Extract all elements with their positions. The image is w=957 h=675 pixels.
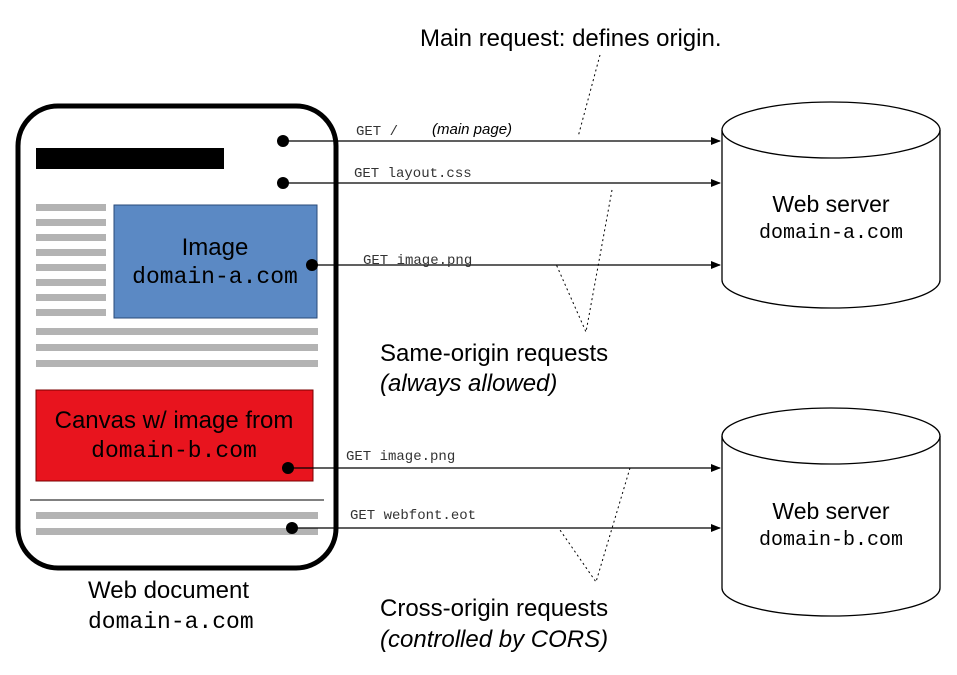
text-lines-short: [36, 204, 106, 316]
server-b-title: Web server: [772, 498, 890, 524]
request-main-note: (main page): [432, 121, 512, 138]
footer-line: [36, 528, 318, 535]
callout-cross-origin: [559, 467, 631, 584]
document-frame: [15, 103, 339, 571]
server-b-domain: domain-b.com: [759, 529, 903, 552]
main-request-annotation: Main request: defines origin.: [420, 25, 722, 52]
server-a-domain: domain-a.com: [759, 222, 903, 245]
request-layout: GET layout.css: [354, 166, 472, 182]
server-a: Web server domain-a.com: [721, 101, 941, 309]
cross-origin-heading: Cross-origin requests: [380, 595, 608, 622]
canvas-domain: domain-b.com: [91, 438, 257, 464]
canvas-label: Canvas w/ image from: [55, 407, 294, 434]
footer-line: [36, 512, 318, 519]
canvas-block: [35, 389, 314, 482]
same-origin-subheading: (always allowed): [380, 370, 557, 397]
same-origin-heading: Same-origin requests: [380, 340, 608, 367]
request-image-a: GET image.png: [363, 253, 472, 269]
request-webfont: GET webfont.eot: [350, 508, 476, 524]
web-document: Image domain-a.com Canvas w/ image from …: [15, 103, 339, 571]
cross-origin-subheading: (controlled by CORS): [380, 626, 608, 653]
text-lines-full: [36, 328, 318, 367]
callout-lines: [555, 54, 631, 584]
server-b: Web server domain-b.com: [721, 407, 941, 617]
callout-same-origin: [555, 189, 613, 334]
callout-main: [577, 54, 601, 138]
request-arrows: [283, 137, 721, 532]
document-label: Web document: [88, 577, 249, 604]
document-domain: domain-a.com: [88, 609, 254, 635]
document-title-bar: [36, 148, 224, 169]
request-main-method: GET /: [356, 124, 398, 140]
server-a-title: Web server: [772, 191, 890, 217]
image-domain: domain-a.com: [132, 264, 298, 290]
request-image-b: GET image.png: [346, 449, 455, 465]
image-label: Image: [182, 234, 249, 261]
request-origin-dots: [277, 135, 318, 534]
image-block: [113, 204, 318, 319]
